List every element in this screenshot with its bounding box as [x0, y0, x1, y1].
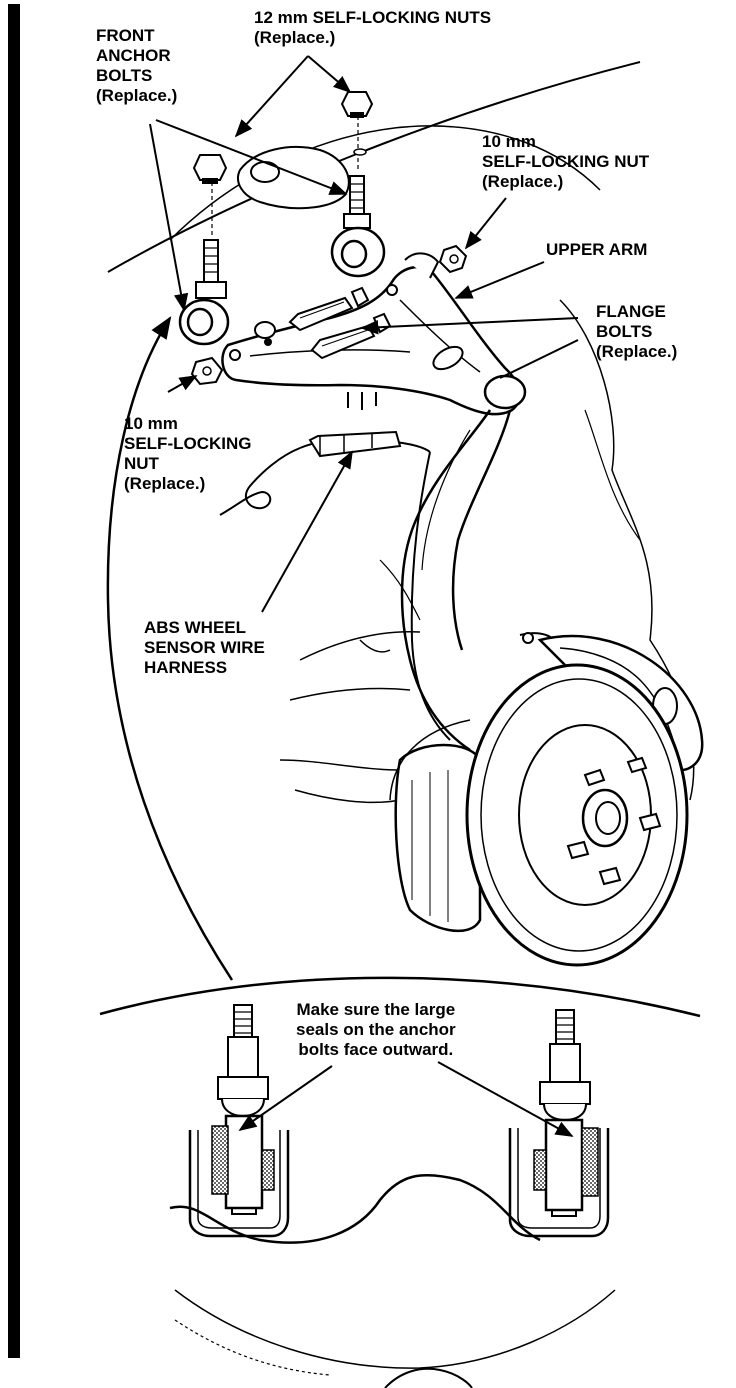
- note-arrow-right: [437, 1061, 574, 1137]
- callout-abs-harness: ABS WHEEL SENSOR WIRE HARNESS: [144, 618, 265, 678]
- callout-line: FRONT: [96, 26, 155, 45]
- subframe-outline: [169, 125, 601, 241]
- callout-line: BOLTS: [596, 322, 653, 341]
- callout-line: ANCHOR: [96, 46, 171, 65]
- callout-line: (Replace.): [596, 342, 678, 361]
- note-arrow-left: [238, 1065, 333, 1132]
- flange-bolt-upper: [288, 286, 370, 332]
- callout-line: UPPER ARM: [546, 240, 648, 259]
- detail-view: [99, 976, 701, 1388]
- callout-line: SELF-LOCKING: [124, 434, 252, 453]
- detail-seal-right: [581, 1127, 599, 1197]
- callout-upper-arm: UPPER ARM: [546, 240, 647, 260]
- 12mm-nut-right: [340, 91, 374, 156]
- callout-line: SENSOR WIRE: [144, 638, 265, 657]
- detail-bolt-left-thread: [233, 1004, 253, 1038]
- callout-line: ABS WHEEL: [144, 618, 246, 637]
- leader-arrows: [149, 55, 579, 613]
- abs-wire-harness: [219, 430, 451, 741]
- callout-line: (Replace.): [96, 86, 178, 105]
- note-line: bolts face outward.: [298, 1040, 454, 1059]
- detail-reference-arrow: [106, 316, 234, 981]
- inner-fender: [584, 409, 641, 541]
- lower-links: [279, 559, 421, 804]
- callout-line: SELF-LOCKING NUT: [482, 152, 650, 171]
- 10mm-nut-lower: [190, 356, 224, 386]
- 12mm-nut-left: [192, 154, 228, 184]
- callout-front-anchor-bolts: FRONT ANCHOR BOLTS (Replace.): [96, 26, 177, 106]
- callout-line: FLANGE: [596, 302, 666, 321]
- callout-10mm-nut-lower: 10 mm SELF-LOCKING NUT (Replace.): [124, 414, 252, 494]
- callout-line: (Replace.): [482, 172, 564, 191]
- front-anchor-bolt-right: [330, 116, 386, 278]
- detail-note: Make sure the large seals on the anchor …: [296, 1000, 456, 1060]
- callout-line: 10 mm: [124, 414, 178, 433]
- brake-disc: [389, 663, 689, 967]
- steering-knuckle: [400, 409, 561, 752]
- callout-line: 10 mm: [482, 132, 536, 151]
- callout-10mm-nut-upper: 10 mm SELF-LOCKING NUT (Replace.): [482, 132, 649, 192]
- front-anchor-bolt-left: [178, 182, 230, 346]
- callout-line: HARNESS: [144, 658, 228, 677]
- callout-line: (Replace.): [254, 28, 336, 47]
- upper-arm: [221, 252, 527, 416]
- detail-seal-left: [211, 1125, 229, 1195]
- callout-line: NUT: [124, 454, 159, 473]
- note-line: Make sure the large: [296, 1000, 456, 1019]
- 10mm-nut-upper: [438, 244, 468, 274]
- page-edge-bar: [8, 4, 20, 1358]
- callout-flange-bolts: FLANGE BOLTS (Replace.): [596, 302, 677, 362]
- callout-12mm-nuts: 12 mm SELF-LOCKING NUTS (Replace.): [254, 8, 491, 48]
- callout-line: (Replace.): [124, 474, 206, 493]
- callout-line: BOLTS: [96, 66, 153, 85]
- note-line: seals on the anchor: [296, 1020, 456, 1039]
- callout-line: 12 mm SELF-LOCKING NUTS: [254, 8, 492, 27]
